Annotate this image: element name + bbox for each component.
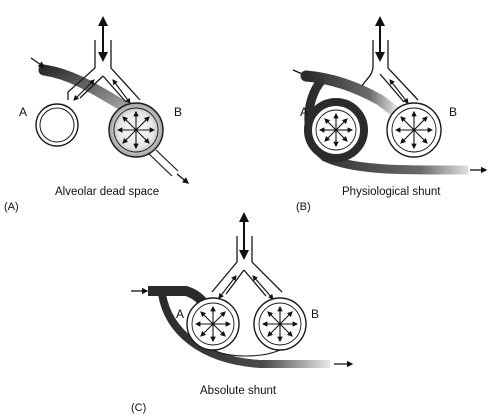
alveolus-b-label: B: [174, 105, 182, 119]
alveolus-a-label: A: [300, 105, 308, 119]
inflow-arrow: [30, 57, 46, 68]
gas-exchange-arrows: [194, 305, 232, 343]
gas-exchange-arrows: [116, 110, 156, 150]
panel-b: A B Physiological shunt (B): [292, 16, 488, 213]
pulmonary-vessel: [300, 70, 402, 118]
caption-b: Physiological shunt: [342, 186, 441, 198]
panel-c: A B Absolute shunt (C): [131, 212, 354, 414]
alveolus-a-label: A: [19, 105, 27, 119]
airway-tree: [211, 236, 283, 293]
outflow-vessel: [147, 152, 173, 177]
gas-exchange-arrows: [261, 305, 299, 343]
alveolus-a: [35, 103, 79, 147]
panel-label-c: (C): [131, 402, 146, 414]
alveolus-a-label: A: [176, 307, 184, 321]
panel-label-b: (B): [296, 201, 311, 213]
panel-a: A B Alveolar dead space (A): [4, 16, 190, 213]
caption-c: Absolute shunt: [200, 385, 277, 397]
gas-exchange-arrows: [394, 110, 434, 150]
alveolus-b-label: B: [311, 307, 319, 321]
caption-a: Alveolar dead space: [55, 186, 159, 198]
alveolus-b-label: B: [449, 105, 457, 119]
gas-exchange-arrows: [318, 112, 354, 148]
outflow-arrow: [176, 173, 190, 184]
panel-label-a: (A): [4, 201, 19, 213]
